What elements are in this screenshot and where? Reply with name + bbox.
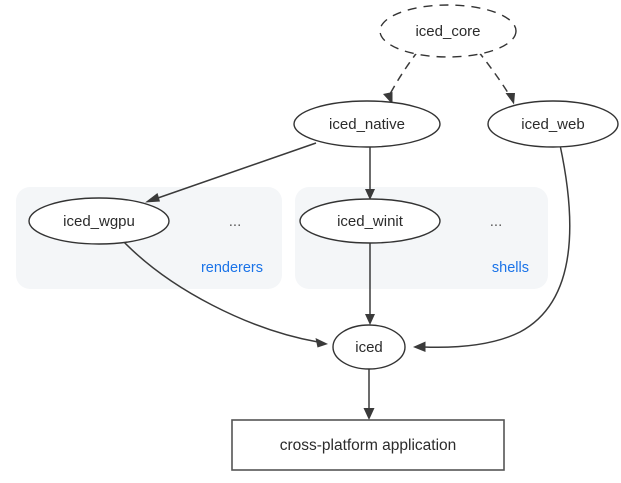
node-iced-core-shape[interactable]	[379, 4, 517, 58]
edge-iced-wgpu-to-iced-arrowhead	[315, 338, 328, 348]
node-iced-winit[interactable]: iced_winit	[299, 198, 441, 244]
node-iced-web[interactable]: iced_web	[487, 100, 619, 148]
edge-iced-native-to-iced-wgpu-line	[154, 142, 317, 200]
edge-iced-native-to-iced-winit	[365, 147, 375, 200]
edge-iced-core-to-iced-native	[383, 50, 419, 105]
node-iced-web-shape[interactable]	[487, 100, 619, 148]
edge-iced-winit-to-iced	[365, 243, 375, 325]
node-cross-platform-application-shape[interactable]	[231, 419, 505, 471]
edge-iced-core-to-iced-native-line	[388, 50, 419, 97]
node-iced-wgpu-shape[interactable]	[28, 197, 170, 245]
node-cross-platform-application-label: cross-platform application	[280, 437, 457, 454]
cluster-renderers-label: renderers	[201, 260, 263, 276]
edge-iced-web-to-iced-line	[422, 144, 571, 349]
edge-iced-core-to-iced-web-arrowhead	[505, 93, 515, 105]
edge-iced-native-to-iced-wgpu	[145, 142, 317, 203]
edge-iced-native-to-iced-winit-arrowhead	[365, 189, 375, 200]
edge-iced-to-application-arrowhead	[363, 408, 375, 420]
node-iced-winit-shape[interactable]	[299, 198, 441, 244]
edge-iced-wgpu-to-iced-line	[121, 239, 319, 343]
node-cross-platform-application[interactable]: cross-platform application	[231, 419, 505, 471]
cluster-shells-label: shells	[492, 260, 529, 276]
edge-iced-to-application	[363, 369, 375, 420]
node-iced[interactable]: iced	[332, 324, 406, 370]
edge-iced-core-to-iced-native-arrowhead	[383, 92, 393, 105]
edge-iced-web-to-iced-arrowhead	[413, 341, 426, 352]
edge-iced-web-to-iced	[413, 144, 571, 352]
node-iced-wgpu[interactable]: iced_wgpu	[28, 197, 170, 245]
edge-iced-wgpu-to-iced	[121, 239, 328, 348]
edge-iced-winit-to-iced-arrowhead	[365, 314, 375, 325]
edge-iced-native-to-iced-wgpu-arrowhead	[145, 193, 160, 203]
cluster-renderers-ellipsis: ...	[229, 213, 242, 230]
node-iced-shape[interactable]	[332, 324, 406, 370]
node-iced-native-shape[interactable]	[293, 100, 441, 148]
cluster-shells-ellipsis: ...	[490, 213, 503, 230]
node-iced-core[interactable]: iced_core	[379, 4, 517, 58]
edge-iced-core-to-iced-web-line	[477, 50, 511, 97]
edge-iced-core-to-iced-web	[477, 50, 515, 105]
node-iced-native[interactable]: iced_native	[293, 100, 441, 148]
